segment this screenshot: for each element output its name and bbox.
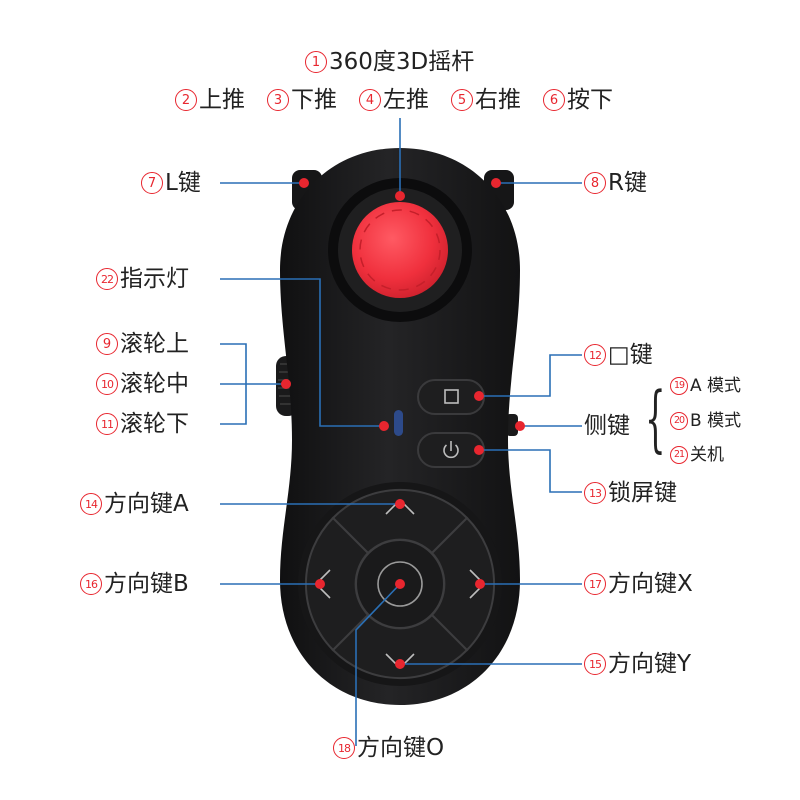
callout-number: 12 bbox=[584, 344, 606, 366]
label-wheel-down: 11 滚轮下 bbox=[96, 410, 189, 438]
label-text: R键 bbox=[608, 170, 647, 196]
callout-number: 22 bbox=[96, 268, 118, 290]
label-text: 方向键B bbox=[104, 571, 189, 597]
label-text: 滚轮下 bbox=[120, 411, 189, 437]
indicator-light bbox=[394, 410, 403, 436]
label-dir-a: 14 方向键A bbox=[80, 490, 189, 518]
brace: { bbox=[645, 376, 666, 460]
label-indicator: 22 指示灯 bbox=[96, 265, 189, 293]
label-text: 按下 bbox=[567, 87, 613, 113]
side-switch[interactable] bbox=[506, 414, 518, 436]
label-text: □键 bbox=[608, 342, 653, 368]
label-text: A 模式 bbox=[690, 376, 742, 396]
label-text: 滚轮中 bbox=[120, 371, 189, 397]
label-up: 2 上推 bbox=[175, 86, 245, 114]
callout-number: 1 bbox=[305, 51, 327, 73]
power-icon bbox=[443, 441, 459, 459]
marker-dots bbox=[281, 178, 525, 669]
label-wheel-mid: 10 滚轮中 bbox=[96, 370, 189, 398]
lock-key[interactable] bbox=[417, 432, 485, 468]
label-text: 指示灯 bbox=[120, 266, 189, 292]
label-text: 360度3D摇杆 bbox=[329, 49, 475, 75]
label-text: 右推 bbox=[475, 87, 521, 113]
callout-number: 19 bbox=[670, 377, 688, 395]
callout-number: 15 bbox=[584, 653, 606, 675]
label-text: B 模式 bbox=[690, 411, 742, 431]
square-key[interactable] bbox=[417, 379, 485, 415]
callout-number: 4 bbox=[359, 89, 381, 111]
callout-number: 14 bbox=[80, 493, 102, 515]
callout-number: 5 bbox=[451, 89, 473, 111]
label-wheel-up: 9 滚轮上 bbox=[96, 330, 189, 358]
callout-number: 13 bbox=[584, 482, 606, 504]
label-text: 方向键Y bbox=[608, 651, 692, 677]
callout-number: 16 bbox=[80, 573, 102, 595]
label-text: 方向键O bbox=[357, 735, 445, 761]
callout-number: 6 bbox=[543, 89, 565, 111]
label-lock-key: 13 锁屏键 bbox=[584, 479, 677, 507]
label-dir-y: 15 方向键Y bbox=[584, 650, 691, 678]
label-text: 侧键 bbox=[584, 413, 630, 439]
label-left: 4 左推 bbox=[359, 86, 429, 114]
label-dir-o: 18 方向键O bbox=[333, 734, 444, 762]
callout-number: 10 bbox=[96, 373, 118, 395]
callout-number: 7 bbox=[141, 172, 163, 194]
square-icon bbox=[444, 389, 459, 404]
label-text: 滚轮上 bbox=[120, 331, 189, 357]
label-power-off: 21 关机 bbox=[670, 444, 724, 466]
label-l-key: 7 L键 bbox=[141, 169, 201, 197]
label-mode-a: 19 A 模式 bbox=[670, 375, 741, 397]
callout-number: 18 bbox=[333, 737, 355, 759]
label-text: 锁屏键 bbox=[608, 480, 677, 506]
label-joystick: 1 360度3D摇杆 bbox=[305, 48, 474, 76]
callout-number: 3 bbox=[267, 89, 289, 111]
label-dir-x: 17 方向键X bbox=[584, 570, 693, 598]
callout-number: 20 bbox=[670, 412, 688, 430]
label-text: 上推 bbox=[199, 87, 245, 113]
leader-lines bbox=[220, 118, 582, 746]
label-text: 下推 bbox=[291, 87, 337, 113]
label-text: 左推 bbox=[383, 87, 429, 113]
label-press: 6 按下 bbox=[543, 86, 613, 114]
label-right: 5 右推 bbox=[451, 86, 521, 114]
label-text: 关机 bbox=[690, 445, 724, 465]
callout-number: 2 bbox=[175, 89, 197, 111]
label-r-key: 8 R键 bbox=[584, 169, 647, 197]
label-dir-b: 16 方向键B bbox=[80, 570, 189, 598]
callout-number: 9 bbox=[96, 333, 118, 355]
joystick[interactable] bbox=[328, 178, 472, 322]
label-mode-b: 20 B 模式 bbox=[670, 410, 741, 432]
callout-number: 21 bbox=[670, 446, 688, 464]
label-text: 方向键X bbox=[608, 571, 693, 597]
callout-number: 17 bbox=[584, 573, 606, 595]
label-down: 3 下推 bbox=[267, 86, 337, 114]
label-text: 方向键A bbox=[104, 491, 189, 517]
callout-number: 8 bbox=[584, 172, 606, 194]
callout-number: 11 bbox=[96, 413, 118, 435]
label-side-key: 侧键 bbox=[584, 412, 630, 440]
label-text: L键 bbox=[165, 170, 201, 196]
label-square-key: 12 □键 bbox=[584, 341, 653, 369]
